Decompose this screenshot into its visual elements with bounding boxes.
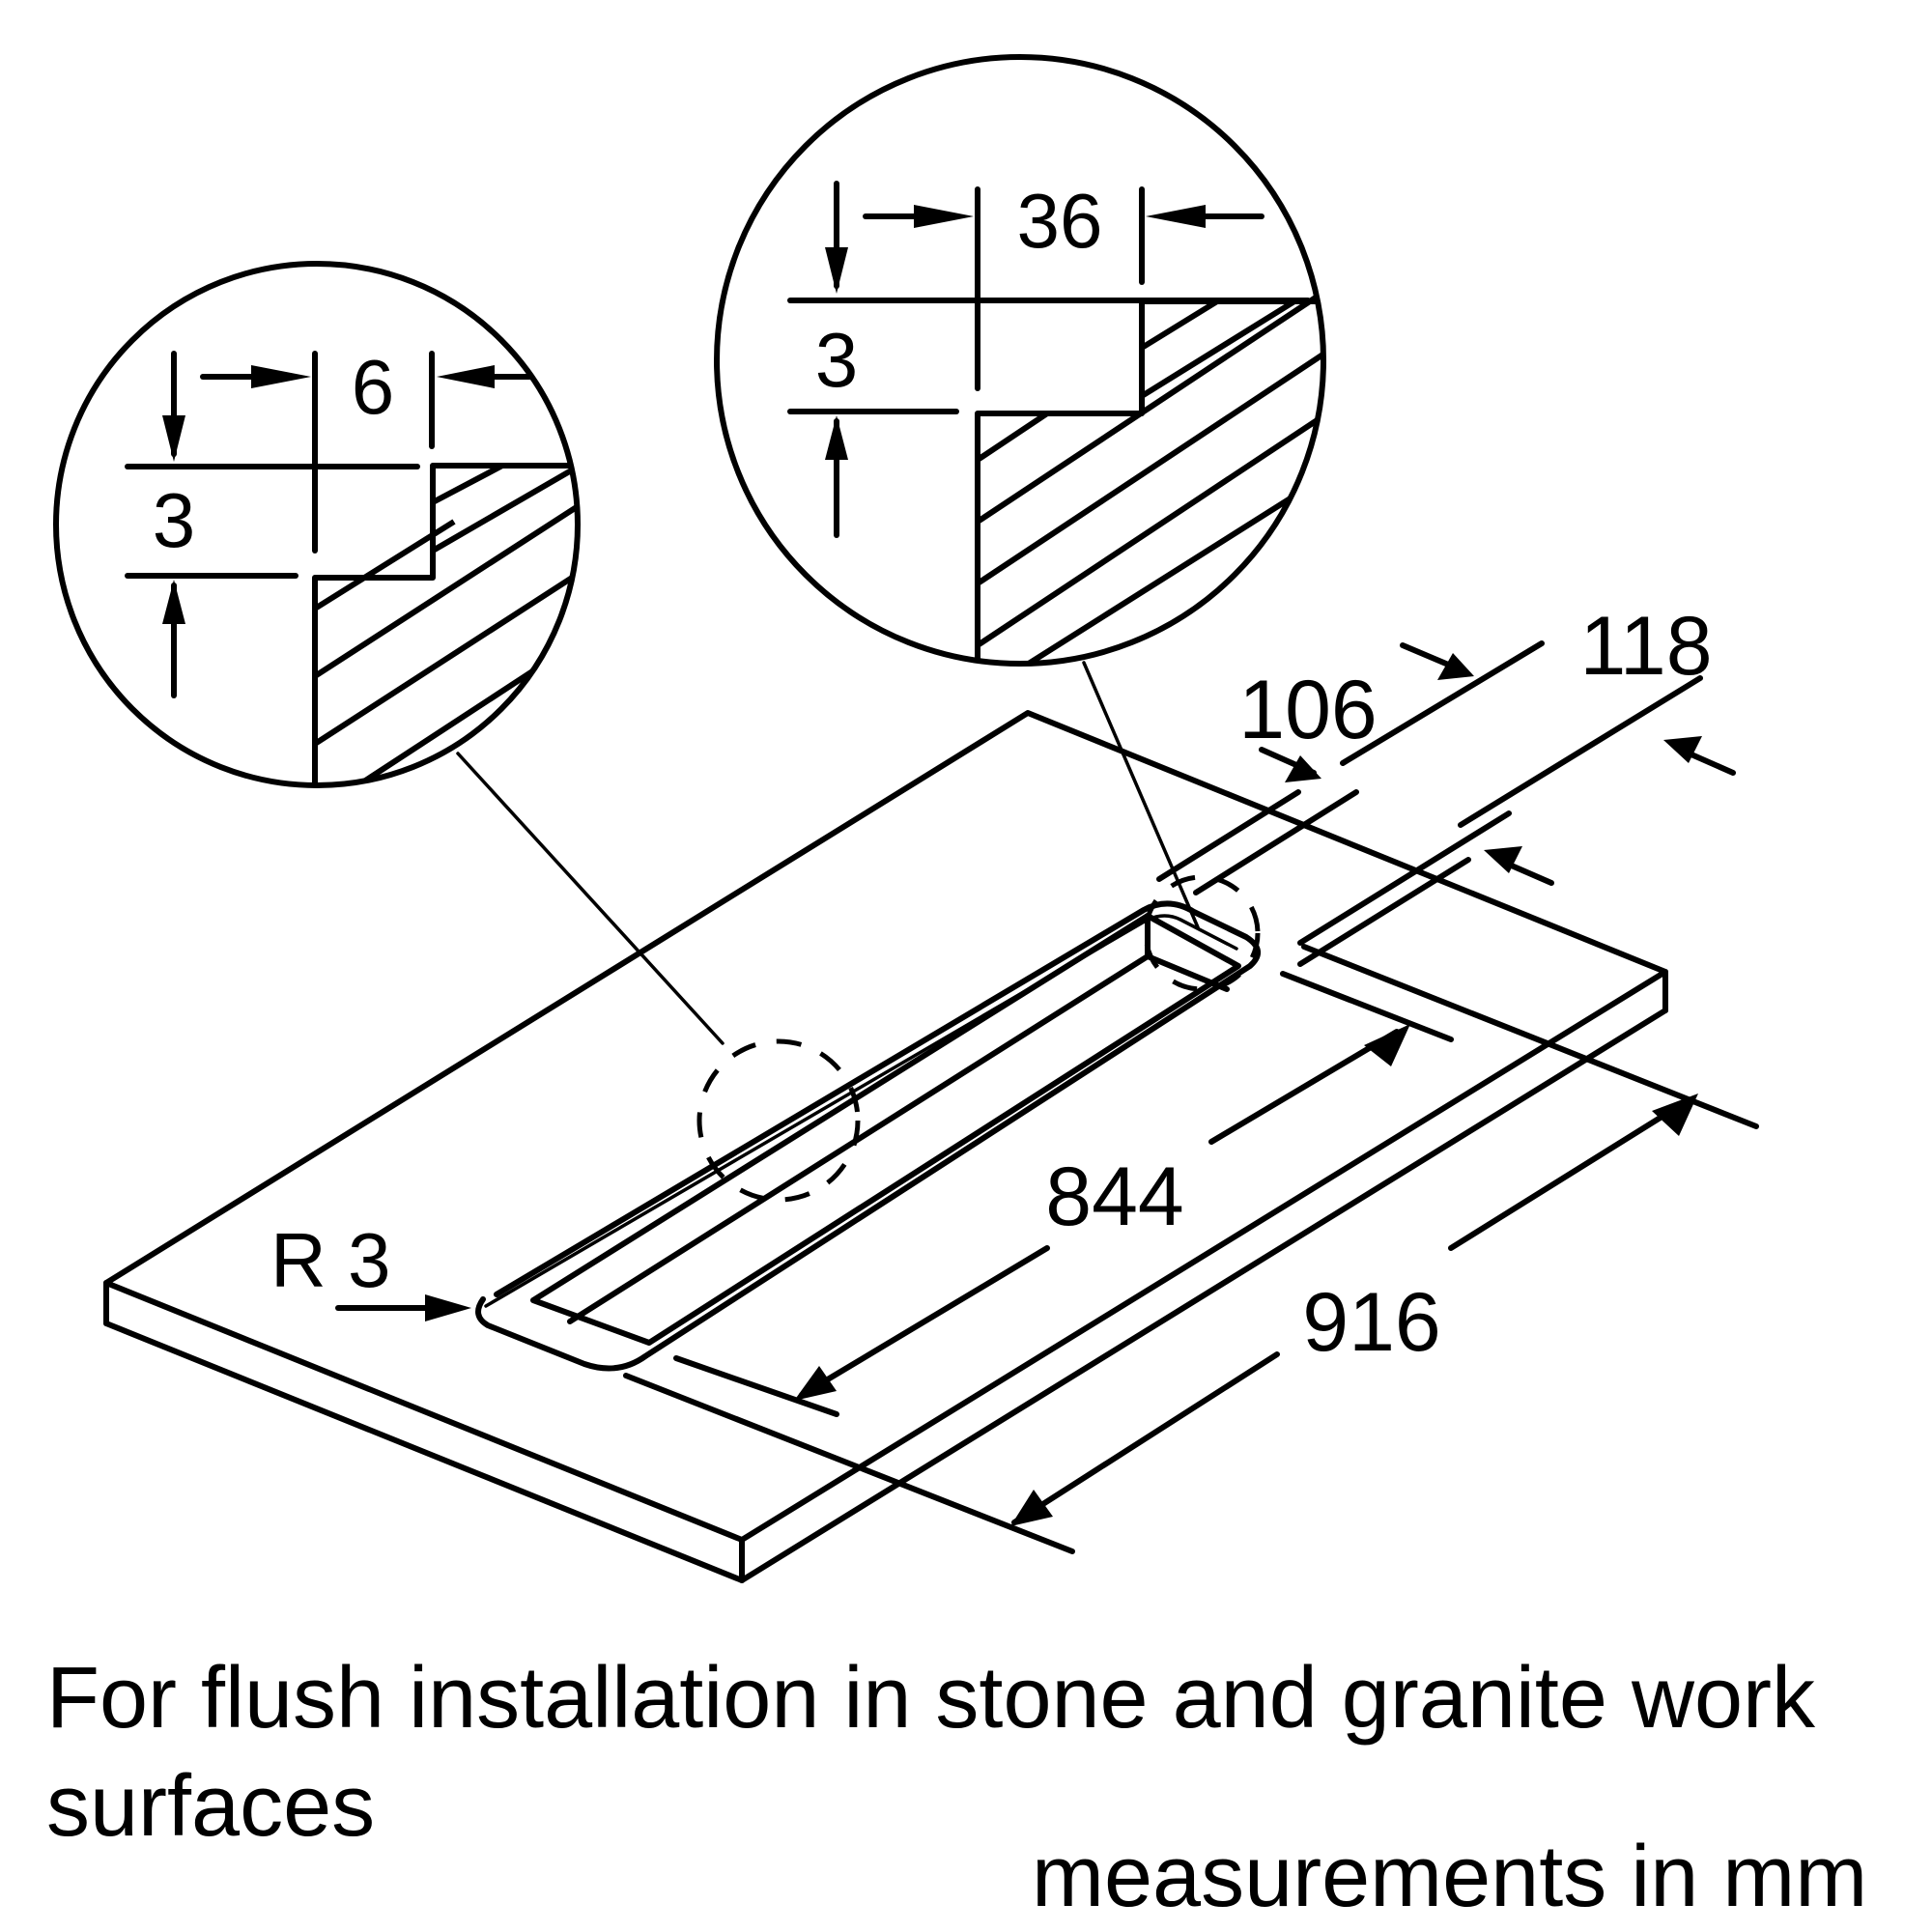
inner-length-dimension: 844 (673, 971, 1454, 1417)
worktop-slab (103, 710, 1668, 1583)
outer-width-label: 118 (1579, 600, 1712, 693)
dim-line (1504, 861, 1554, 886)
detail-circle-right: 36 3 (714, 54, 1326, 667)
arrow-up-left-icon (1663, 736, 1702, 763)
detail-circle-left: 6 3 (53, 261, 581, 788)
arrow-left-icon (437, 365, 495, 388)
leader-line-left (456, 752, 724, 1045)
units-note: measurements in mm (1032, 1829, 1868, 1925)
dim-line (799, 1245, 1050, 1398)
inner-length-label: 844 (1045, 1151, 1184, 1243)
cutout (475, 900, 1261, 1372)
arrow-up-left-icon (1484, 846, 1522, 873)
arrow-left-icon (1146, 205, 1206, 228)
radius-dimension: R 3 (270, 1217, 471, 1321)
outer-length-dimension: 916 (623, 944, 1759, 1554)
arrow-down-icon (162, 415, 185, 462)
extension-line (1297, 810, 1512, 946)
arrow-down-icon (825, 247, 848, 294)
dim-line (1400, 642, 1456, 669)
dim-line (1208, 1029, 1400, 1145)
extension-line (1193, 789, 1359, 895)
dim-line (1682, 749, 1736, 776)
detail-right-depth-label: 3 (815, 317, 859, 403)
detail-marker-right (1143, 874, 1261, 992)
arrow-right-icon (425, 1294, 471, 1321)
installation-caption: For flush installation in stone and gran… (46, 1650, 1815, 1855)
extension-line (1156, 789, 1301, 882)
extension-line (1297, 857, 1471, 967)
arrow-up-right-icon (1652, 1094, 1698, 1136)
arrow-up-icon (825, 415, 848, 460)
extension-line (673, 1355, 839, 1417)
detail-marker-left (696, 1038, 861, 1203)
dim-line (1011, 1351, 1280, 1525)
cutout-inner-floor-end (1145, 953, 1230, 992)
arrow-down-right-icon (1285, 755, 1321, 782)
dim-line (1458, 675, 1703, 828)
arrow-right-icon (251, 365, 311, 388)
inner-width-label: 106 (1238, 664, 1378, 756)
arrow-down-left-icon (794, 1366, 837, 1401)
extension-line (623, 1373, 1075, 1554)
cutout-inner-opening (530, 913, 1241, 1346)
leader-line-right (1082, 661, 1200, 929)
hatched-section-left (312, 463, 578, 785)
cutout-inner-floor-edge (567, 953, 1151, 1324)
dim-line (1448, 1098, 1690, 1251)
arrow-up-right-icon (1364, 1024, 1410, 1066)
worktop-edge-front (103, 1321, 745, 1583)
hatched-section-right (975, 283, 1323, 664)
extension-line (1280, 971, 1454, 1042)
cutout-outer-rebate (475, 900, 1261, 1372)
detail-left-width-label: 6 (352, 344, 395, 430)
arrow-down-right-icon (1437, 653, 1474, 680)
radius-label: R 3 (270, 1217, 391, 1303)
detail-right-width-label: 36 (1017, 178, 1103, 264)
outer-length-label: 916 (1302, 1276, 1441, 1369)
arrow-up-icon (162, 580, 185, 624)
worktop-edge-right (739, 1008, 1668, 1583)
detail-circle-right-outline (714, 54, 1326, 667)
arrow-down-left-icon (1010, 1490, 1053, 1526)
dim-line (1340, 640, 1545, 766)
detail-left-depth-label: 3 (153, 477, 196, 563)
extension-line (1301, 944, 1759, 1129)
arrow-right-icon (914, 205, 974, 228)
width-dimensions: 106 118 (1156, 600, 1736, 967)
